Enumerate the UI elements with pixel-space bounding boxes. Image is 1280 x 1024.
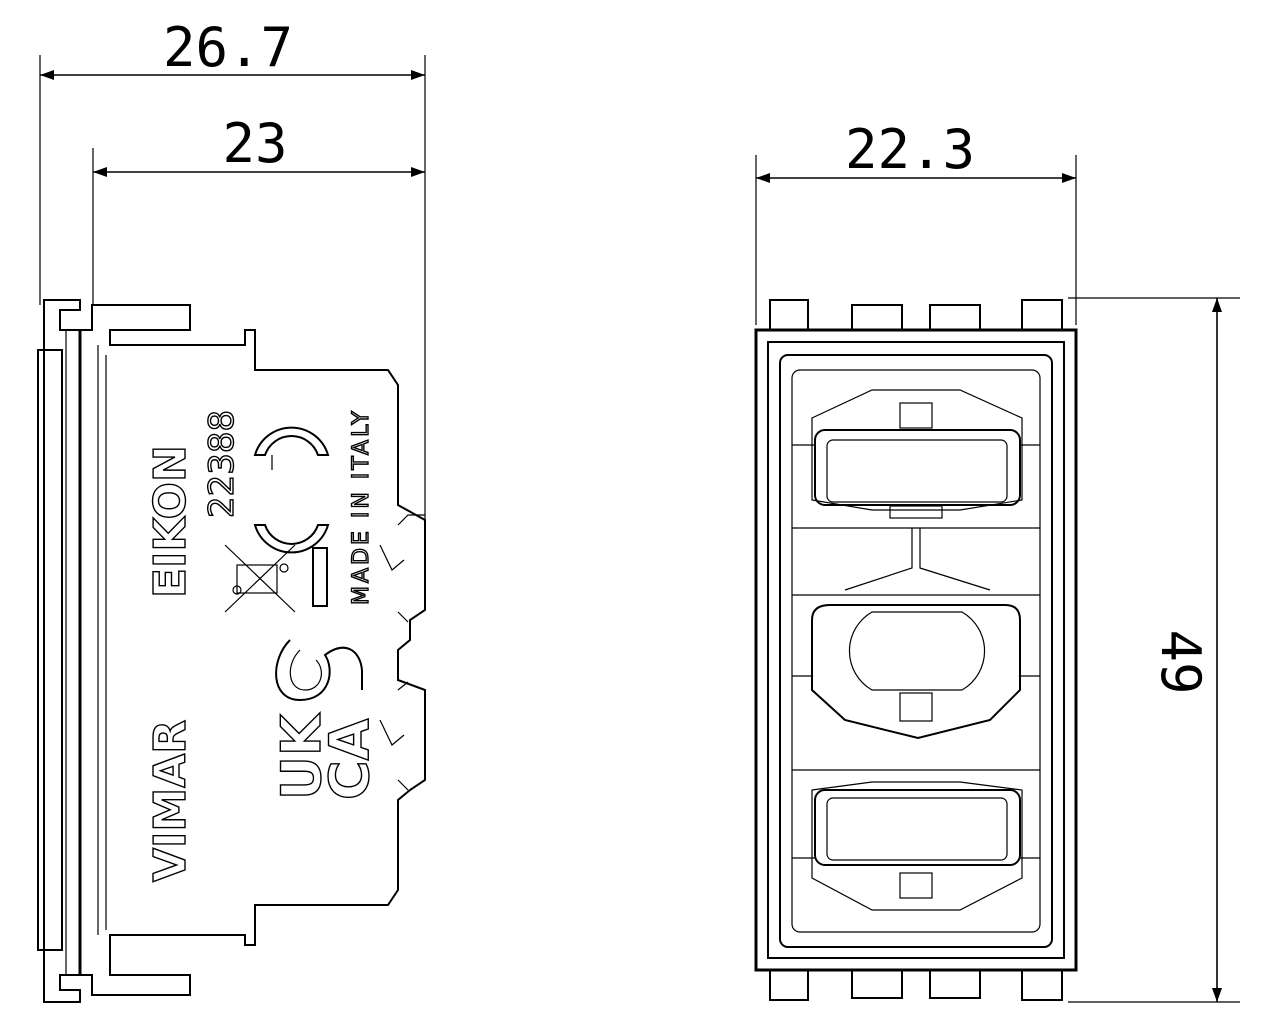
top-key-button: [826, 439, 1008, 503]
center-latch: [899, 692, 933, 722]
center-socket: [811, 604, 1021, 740]
weee-bar-icon: [312, 547, 328, 607]
dimension-label-body-depth: 23: [222, 112, 287, 175]
cavity-frame: [779, 354, 1053, 948]
side-view: EIKON 22388 VIMAR MADE IN ITALY UK CA: [37, 299, 426, 1003]
dimension-label-overall-depth: 26.7: [163, 16, 293, 79]
top-key-outline: [811, 389, 1023, 511]
dimension-overall-depth: 26.7: [39, 16, 426, 520]
front-plate: [37, 349, 63, 951]
ce-mark: [253, 426, 330, 554]
bottom-key-button: [826, 797, 1008, 861]
bottom-tabs: [758, 969, 1074, 1001]
top-key-latch: [899, 402, 933, 429]
front-view: [754, 299, 1078, 1001]
dimension-height: 49: [1068, 297, 1240, 1003]
dimension-label-width: 22.3: [845, 118, 975, 181]
marking-series: EIKON: [145, 445, 196, 598]
front-flange: [43, 299, 426, 1003]
marking-brand: VIMAR: [145, 720, 196, 882]
marking-origin: MADE IN ITALY: [349, 408, 374, 605]
top-tabs: [758, 299, 1074, 331]
weee-bin-icon: [224, 544, 296, 613]
top-key-frame: [814, 429, 1021, 506]
dimension-label-height: 49: [1149, 629, 1212, 694]
bottom-key-outline: [811, 781, 1023, 911]
approval-mark-icon: [275, 639, 363, 702]
outer-frame: [754, 328, 1078, 972]
center-guide: [844, 528, 991, 591]
marking-ukca-top: UK: [270, 712, 333, 800]
center-socket-hole: [848, 611, 986, 691]
lateral-clip-lines: [397, 514, 425, 791]
marking-code: 22388: [202, 410, 242, 518]
inner-frame: [767, 341, 1065, 959]
dimension-body-depth: 23: [92, 112, 425, 305]
marking-ukca-bottom: CA: [318, 718, 381, 800]
dimension-width: 22.3: [755, 118, 1077, 325]
cavity-inner: [791, 369, 1041, 933]
bottom-key-frame: [814, 789, 1021, 866]
lateral-clip-notch: [379, 544, 405, 746]
bottom-key-latch: [899, 872, 933, 899]
